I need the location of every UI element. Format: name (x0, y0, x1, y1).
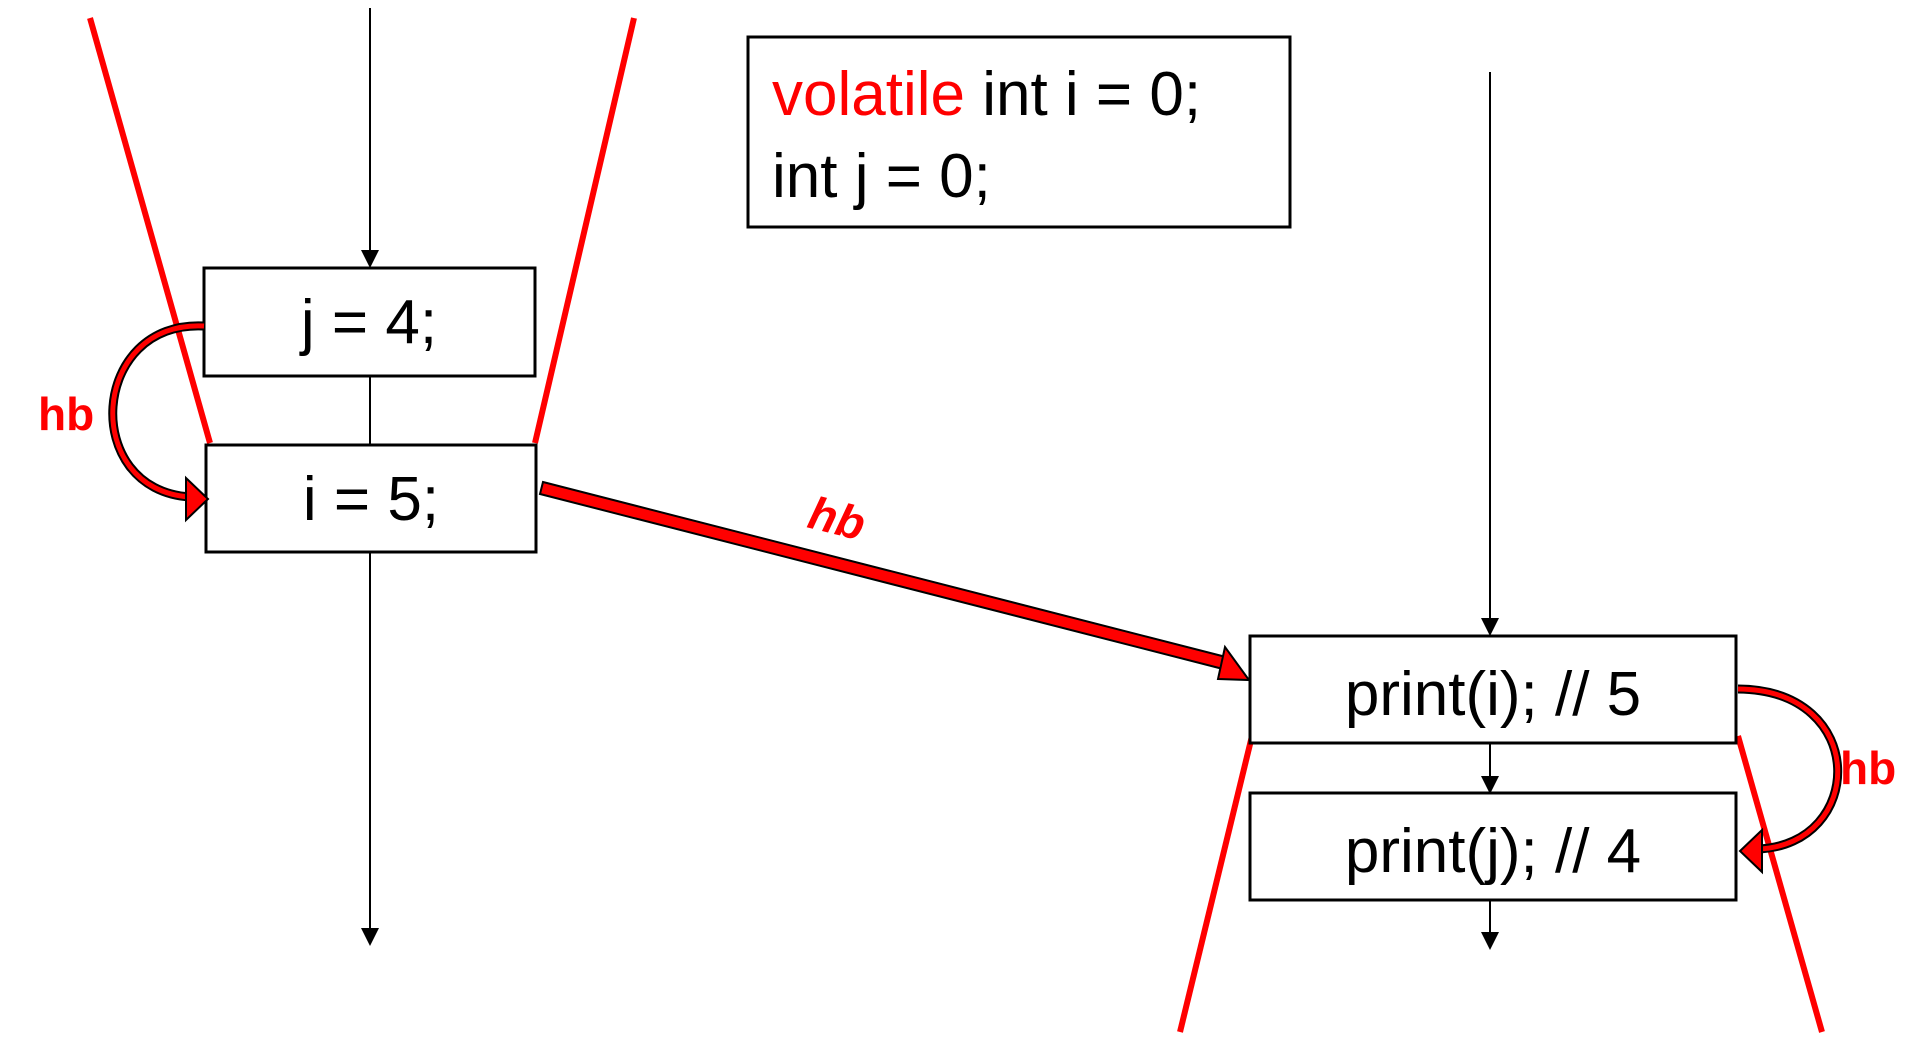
thread2-stmt1-box: print(i); // 5 (1248, 634, 1738, 745)
declaration-line1: volatile int i = 0; (772, 60, 1201, 129)
declaration-line2: int j = 0; (772, 142, 991, 211)
hb-label-left: hb (38, 388, 94, 440)
thread1-stmt2-box: i = 5; (204, 443, 538, 554)
thread2-stmt2-text: print(j); // 4 (1345, 817, 1641, 886)
thread2-stmt1-text: print(i); // 5 (1345, 660, 1641, 729)
thread1-timeline (361, 8, 379, 946)
thread1-stmt1-text: j = 4; (299, 288, 437, 357)
thread1-stmt2-text: i = 5; (303, 465, 439, 534)
hb-label-cross: hb (803, 486, 870, 550)
thread1-stmt1-box: j = 4; (202, 266, 537, 378)
thread1-boundary-lines (87, 17, 637, 444)
declaration-box: volatile int i = 0; int j = 0; (746, 35, 1292, 229)
hb-arrow-cross (538, 480, 1252, 682)
hb-arrow-left (108, 321, 210, 523)
hb-label-right: hb (1840, 742, 1896, 794)
thread2-timeline (1481, 72, 1499, 950)
thread2-stmt2-box: print(j); // 4 (1248, 791, 1738, 902)
hb-arrow-right (1737, 684, 1843, 875)
volatile-keyword: volatile (772, 60, 965, 129)
thread2-boundary-lines (1177, 735, 1825, 1033)
